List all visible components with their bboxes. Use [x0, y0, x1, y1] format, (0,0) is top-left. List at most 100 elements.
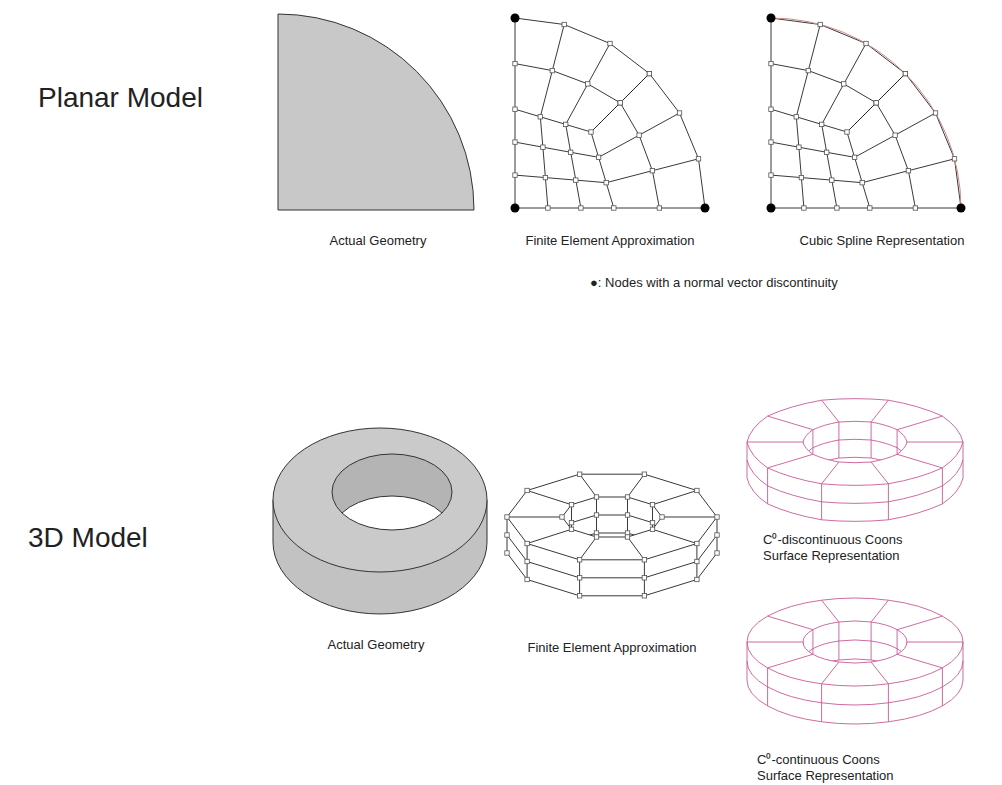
mesh-node: [903, 71, 907, 75]
mesh-node: [569, 150, 573, 154]
mesh-node: [696, 157, 700, 161]
mesh-node: [933, 111, 937, 115]
mesh-node: [695, 577, 699, 581]
inner-vertical-edge: [907, 442, 908, 478]
discontinuity-node: [511, 14, 520, 23]
mesh-node: [618, 101, 622, 105]
mesh-node: [797, 145, 801, 149]
radial-edge: [907, 442, 963, 443]
radial-edge: [871, 462, 888, 484]
radial-edge: [822, 600, 839, 622]
mesh-node: [852, 155, 856, 159]
mesh-line: [540, 117, 548, 208]
mesh-node: [647, 71, 651, 75]
legend-note: ●: Nodes with a normal vector discontinu…: [590, 275, 838, 291]
mesh-node: [642, 472, 646, 476]
mesh-node: [564, 122, 568, 126]
mesh-node: [818, 22, 822, 26]
radial-edge: [871, 400, 888, 422]
inner-vertical-edge: [838, 622, 839, 660]
ring-hole-edge: [332, 454, 452, 530]
mesh-node: [550, 68, 554, 72]
mesh-node: [695, 488, 699, 492]
radial-edge: [507, 517, 562, 518]
radial-edge: [580, 474, 597, 497]
inner-vertical-edge: [897, 630, 898, 668]
mesh-line: [606, 159, 698, 183]
mesh-node: [569, 503, 573, 507]
inner-vertical-edge: [871, 622, 872, 660]
mesh-node: [541, 145, 545, 149]
discontinuity-node: [767, 204, 776, 213]
outer-vertical-edge: [963, 442, 964, 478]
mesh-line: [540, 25, 564, 117]
mesh-line: [515, 175, 606, 183]
mesh-node: [577, 576, 581, 580]
figure-caption: Actual Geometry: [268, 233, 488, 249]
radial-edge: [628, 537, 645, 560]
mesh-node: [903, 71, 907, 75]
figure-caption: Actual Geometry: [266, 637, 486, 653]
radial-edge: [897, 416, 942, 430]
inner-bottom-edge: [562, 533, 662, 553]
figure-caption: Finite Element Approximation: [495, 233, 725, 249]
mesh-node: [513, 107, 517, 111]
inner-vertical-edge: [803, 442, 804, 478]
mesh-line: [847, 74, 905, 132]
radial-edge: [871, 662, 888, 684]
mesh-node: [594, 495, 598, 499]
outer-vertical-edge: [942, 468, 943, 504]
mesh-node: [913, 206, 917, 210]
radial-edge: [653, 491, 697, 505]
radial-edge: [628, 474, 645, 497]
spline-curve: [771, 18, 961, 208]
discontinuity-node: [767, 14, 776, 23]
mesh-node: [505, 515, 509, 519]
inner-top-edge: [562, 497, 662, 537]
mesh-node: [952, 157, 956, 161]
radial-edge: [527, 491, 571, 505]
mesh-node: [825, 150, 829, 154]
mesh-node: [695, 559, 699, 563]
mesh-node: [625, 535, 629, 539]
mesh-node: [802, 206, 806, 210]
inner-vertical-edge: [562, 517, 563, 553]
inner-vertical-edge: [662, 517, 663, 553]
mesh-node: [806, 68, 810, 72]
mesh-node: [799, 175, 803, 179]
radial-edge: [662, 517, 717, 518]
outer-bottom-edge: [507, 553, 717, 596]
mesh-node: [637, 133, 641, 137]
mesh-line: [591, 132, 614, 208]
mesh-node: [577, 558, 581, 562]
outer-vertical-edge: [942, 668, 943, 706]
radial-edge: [871, 600, 888, 622]
outer-mid-edge: [507, 535, 717, 578]
mesh-node: [538, 115, 542, 119]
outer-bottom-edge: [747, 478, 963, 521]
outer-top-edge: [747, 399, 963, 486]
mesh-node: [769, 173, 773, 177]
outer-vertical-edge: [888, 684, 889, 722]
inner-bottom-edge: [803, 457, 907, 478]
coons-ring-surface: [747, 399, 963, 522]
mesh-node: [647, 71, 651, 75]
mesh-node: [715, 533, 719, 537]
mesh-line: [771, 109, 847, 132]
outer-vertical-edge: [821, 484, 822, 520]
inner-vertical-edge: [812, 630, 813, 668]
mesh-node: [525, 488, 529, 492]
radial-edge: [747, 442, 803, 443]
radial-edge: [822, 662, 839, 684]
mesh-node: [604, 181, 608, 185]
mesh-line: [771, 175, 862, 183]
mesh-line: [515, 109, 516, 208]
inner-vertical-edge: [812, 430, 813, 466]
radial-edge: [822, 400, 839, 422]
inner-wall: [803, 622, 907, 680]
mesh-node: [543, 175, 547, 179]
mesh-node: [715, 515, 719, 519]
outer-vertical-edge: [963, 642, 964, 680]
outer-mid-edge: [747, 460, 963, 503]
